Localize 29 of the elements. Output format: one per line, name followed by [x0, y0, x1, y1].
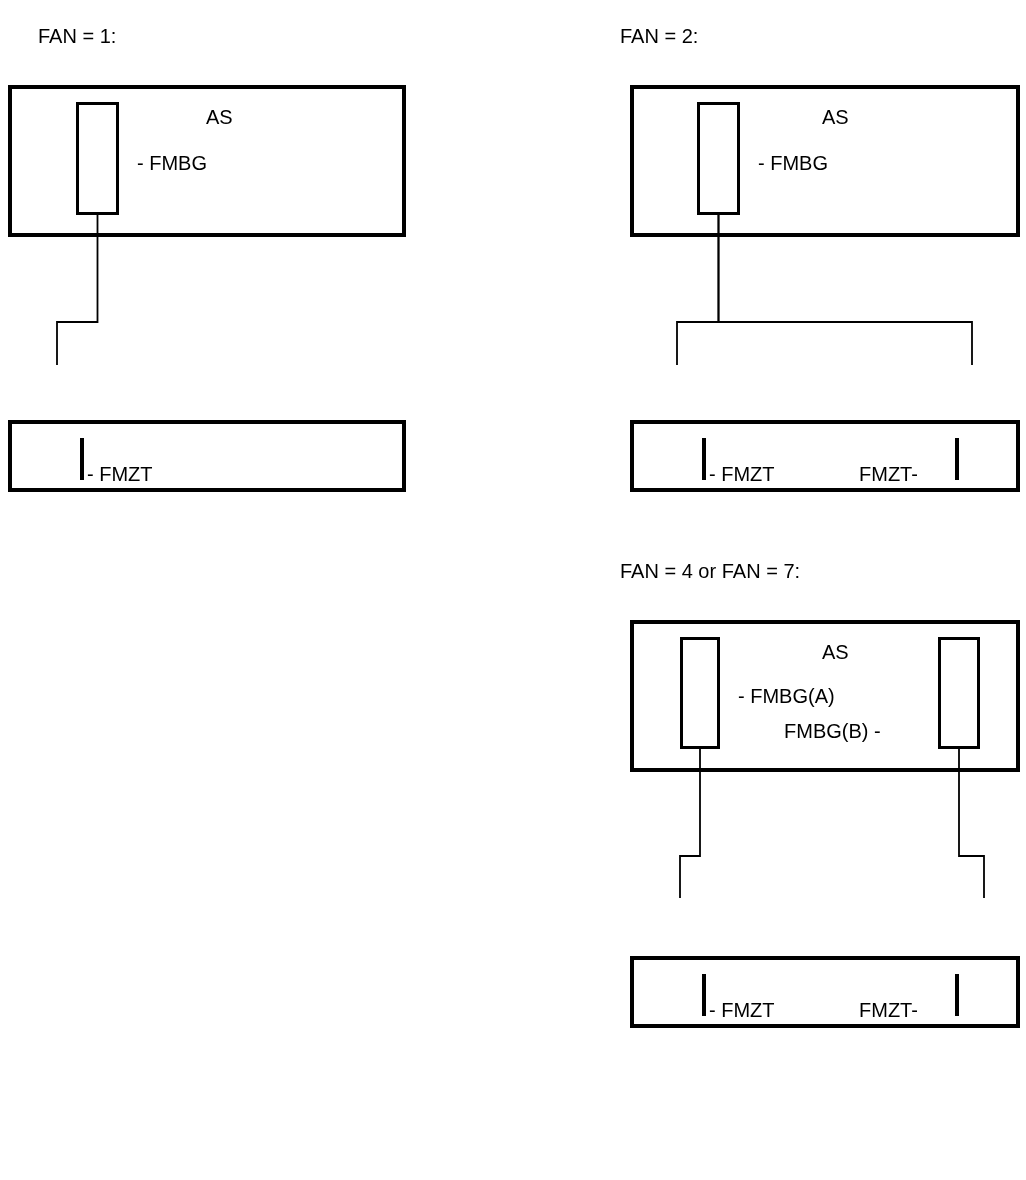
module-box	[630, 85, 1020, 237]
module-box	[630, 420, 1020, 492]
connection-line	[717, 214, 973, 366]
module-label: AS	[822, 642, 849, 662]
module-label: FMZT-	[859, 1000, 918, 1020]
slot-rectangle	[680, 637, 720, 749]
module-label: AS	[206, 107, 233, 127]
module-box	[630, 956, 1020, 1028]
module-label: AS	[822, 107, 849, 127]
module-box	[8, 420, 406, 492]
connection-line	[56, 214, 99, 366]
module-label: - FMZT	[709, 1000, 775, 1020]
slot-label: - FMBG(A)	[738, 686, 835, 706]
slot-label: - FMBG	[137, 153, 207, 173]
module-label: - FMZT	[709, 464, 775, 484]
slot-label: - FMBG	[758, 153, 828, 173]
panel-heading: FAN = 4 or FAN = 7:	[620, 561, 801, 581]
slot-label: FMBG(B) -	[784, 721, 881, 741]
module-label: - FMZT	[87, 464, 153, 484]
slot-rectangle	[697, 102, 740, 215]
panel-heading: FAN = 1:	[38, 26, 117, 46]
module-box	[630, 620, 1020, 772]
connection-line	[958, 748, 985, 899]
module-box	[8, 85, 406, 237]
module-label: FMZT-	[859, 464, 918, 484]
slot-rectangle	[76, 102, 119, 215]
slot-rectangle	[938, 637, 980, 749]
connection-line	[679, 748, 701, 899]
panel-heading: FAN = 2:	[620, 26, 699, 46]
